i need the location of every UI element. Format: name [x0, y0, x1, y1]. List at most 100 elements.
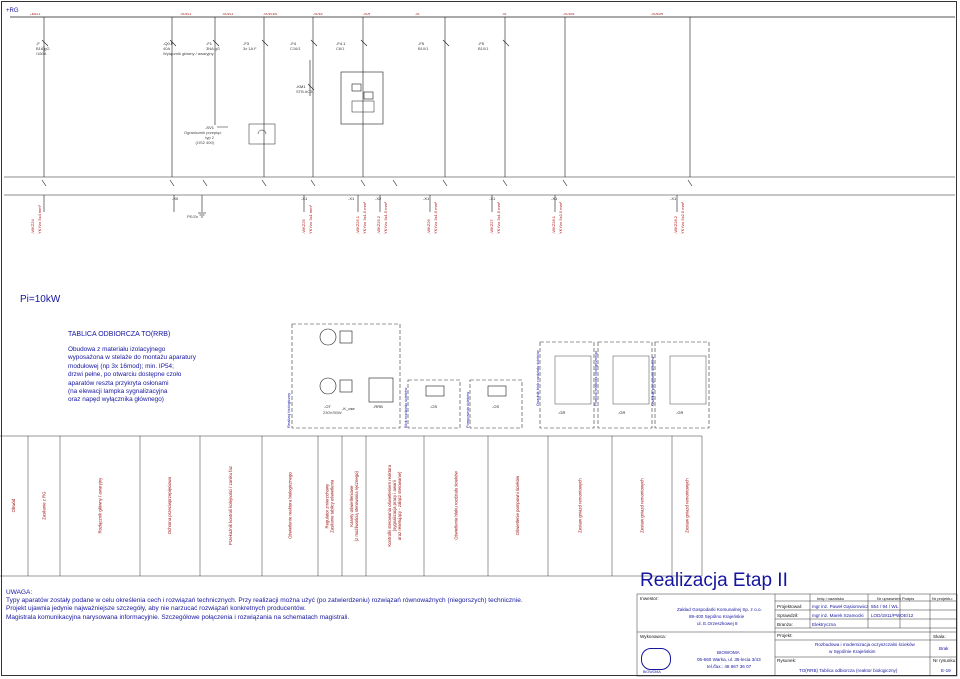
- svg-text:-X1/3/L1: -X1/3/L1: [180, 12, 192, 16]
- cable-tag: -WKZ24: [30, 219, 35, 234]
- circuit-cell: Kasety oświetleniowe (z możliwością ster…: [342, 436, 366, 576]
- circuit-cell: Przekaźnik kontroli kolejności / zaniku …: [200, 436, 262, 576]
- circuit-cell: Kontrolki sterowania oświetleniem reakto…: [366, 436, 424, 576]
- cable-tag: -WKZ27: [489, 219, 494, 234]
- svg-text:-X1/5: -X1/5: [363, 12, 371, 16]
- circuit-description: Obwód: [11, 499, 17, 513]
- branch-value: Elektryczna: [812, 622, 836, 627]
- circuit-description: Oświetlenie reaktora biologicznego: [287, 472, 293, 540]
- terminal-label: -X0: [172, 196, 179, 201]
- svg-text:-X1/6/2/5: -X1/6/2/5: [651, 12, 664, 16]
- logo-text: BIOWOMA: [643, 670, 661, 674]
- breaker-rating: 40A: [163, 46, 171, 51]
- breaker-rating: C6/1: [336, 46, 345, 51]
- board-title: TABLICA ODBIORCZA TO(RRB): [68, 331, 171, 338]
- contractor-label: Wykonawca:: [640, 634, 666, 639]
- circuit-cell: Zestaw gniazd remontowych: [548, 436, 612, 576]
- elevation-gr-2: -GR: [618, 410, 626, 415]
- elevation-ot-sub: 230V/50W: [323, 410, 342, 415]
- sv1-line-2: typ 2: [205, 135, 214, 140]
- terminal-label: -X1: [348, 196, 355, 201]
- title-block: Inwestor: Zakład Gospodarki Komunalnej S…: [637, 594, 957, 676]
- km1-contactor: -KM1 STB AC3: [296, 84, 312, 94]
- svg-text:+RG/L1: +RG/L1: [30, 12, 41, 16]
- checker-role: Sprawdził:: [777, 613, 799, 618]
- scale-value: Brak: [939, 646, 949, 651]
- circuit-description: Zestaw gniazd remontowych: [577, 478, 583, 534]
- cable-spec: YKYżo 3x1.5 mm²: [433, 201, 438, 234]
- sheet-reference: +RG: [6, 8, 19, 14]
- sv1-arrester: -SV1 Ogranicznik przepięć typ 2 (OS2 400…: [184, 125, 222, 145]
- circuit-description: Zestaw gniazd remontowych: [639, 478, 645, 534]
- circuit-description: Rozłącznik główny / awaryjny: [97, 478, 103, 534]
- checker-name: mgr inż. Marek Szamocki: [812, 613, 864, 618]
- svg-text:-X1/3/L2: -X1/3/L2: [222, 12, 234, 16]
- terminal-label: -X2: [375, 196, 382, 201]
- description-line: aparatów reszta przykryta osłonami: [68, 379, 169, 387]
- svg-text:-X1/3/L3/N: -X1/3/L3/N: [263, 12, 277, 16]
- circuit-cell: Zestaw gniazd remontowych: [672, 436, 702, 576]
- circuit-cell: Ochrona przeciwprzepięciowa: [140, 436, 200, 576]
- cable-tag: -WKZ25: [301, 219, 306, 234]
- board-description: Obudowa z materiału izolacyjnego wyposaż…: [68, 346, 278, 405]
- breaker-tag: -F4: [290, 41, 296, 46]
- description-line: modułowej (np 3x 16mod); min. IP54;: [68, 362, 174, 370]
- contractor-line: 05-660 Warka, ul. 35-lecia 3/43: [697, 657, 761, 662]
- sv1-line-1: Ogranicznik przepięć: [184, 130, 222, 135]
- circuit-cell: Rozłącznik główny / awaryjny: [60, 436, 140, 576]
- terminal-label: -X1: [489, 196, 496, 201]
- designer-permission: 554 / 94 / WL: [871, 604, 899, 609]
- drawing-number-label: Nr rysunku:: [933, 658, 957, 663]
- elevation-group-title: Pomost reaktora biologicznego: [593, 351, 598, 406]
- cable-spec: YKYżo 3x1 mm²: [308, 205, 313, 234]
- project-label: Projekt:: [777, 633, 793, 638]
- breaker-rating: B10/1: [478, 46, 489, 51]
- breaker-tag: -F5: [478, 41, 484, 46]
- terminal-label: -X1: [551, 196, 558, 201]
- pe-label: PE/Zn: [187, 214, 199, 219]
- branch-label: Branża:: [777, 622, 793, 627]
- power-rating: Pi=10kW: [20, 294, 61, 305]
- cable-tag: -WKZ25.1: [355, 215, 360, 234]
- cable-tag: -WKZ25.2: [376, 215, 381, 234]
- designer-role: Projektował:: [777, 604, 803, 609]
- elevation-group-title: Osadnik pompowni ścieków: [650, 356, 655, 406]
- investor-label: Inwestor:: [640, 596, 659, 601]
- investor-line: 89-400 Sępólno Krajeńskie: [689, 614, 745, 619]
- svg-text:-X1/3/2: -X1/3/2: [313, 12, 323, 16]
- circuit-cell: Zestaw gniazd remontowych: [612, 436, 672, 576]
- elevation-os-2: -OS: [492, 404, 500, 409]
- breaker-tag: -F4.1: [336, 41, 346, 46]
- elevation-rrb: -RRB: [373, 404, 383, 409]
- notes: UWAGA: Typy aparatów zostały podane w ce…: [6, 589, 626, 622]
- elevation-group-title: Realizuj biologiczny: [286, 392, 291, 428]
- contractor-line: BIOWOMA: [717, 650, 740, 655]
- circuit-cell: Oświetlenie pompowni ścieków: [488, 436, 548, 576]
- breaker-tag: -F: [36, 41, 40, 46]
- elevation-gr-1: -GR: [558, 410, 566, 415]
- breaker-rating: 3NA gG: [206, 46, 221, 51]
- breaker-extra: /160A: [36, 51, 47, 56]
- cable-spec: YKYżo 3x1.5 mm²: [496, 201, 501, 234]
- scale-label: Skala:: [933, 634, 946, 639]
- project-line: w Sępólnie Krajeńskim: [829, 649, 876, 654]
- cable-spec: YKYżo 5x2.5 mm²: [558, 201, 563, 234]
- terminal-label: -X1: [670, 196, 677, 201]
- elevation-gr-3: -GR: [676, 410, 684, 415]
- circuit-description: Oświetlenie pompowni ścieków: [515, 476, 521, 536]
- breaker-tag: -F1: [206, 41, 212, 46]
- header-permission: Nr uprawnień: [877, 596, 901, 601]
- sv1-line-3: (OS2 400): [195, 140, 214, 145]
- elevation-group-title: Pompownia ścieków: [465, 391, 470, 428]
- cable-spec: YKYżo 3x1.5 mm²: [362, 201, 367, 234]
